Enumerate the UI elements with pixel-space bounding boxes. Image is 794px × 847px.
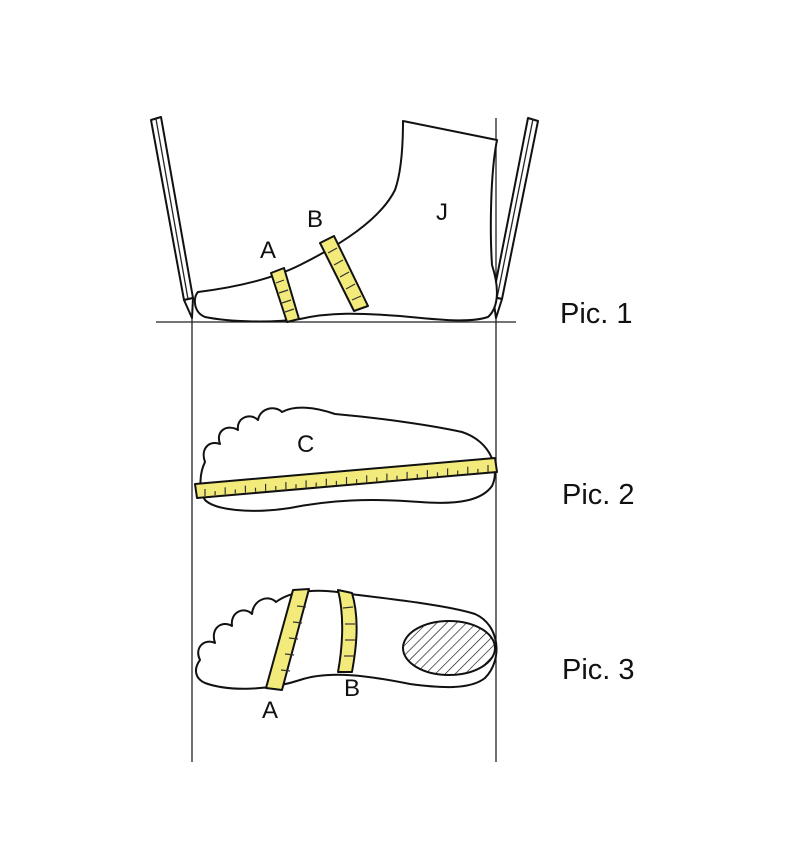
pic1-side-view: J A B	[150, 116, 539, 323]
top-label-c: C	[297, 431, 314, 458]
side-label-a: A	[260, 237, 276, 264]
right-pencil-icon	[492, 117, 539, 319]
pic1-label: Pic. 1	[560, 298, 633, 330]
heel-hatched-area	[402, 620, 496, 676]
foot-top-outline	[199, 406, 496, 512]
sole-tape-b	[337, 589, 358, 673]
pic3-sole-view: A B	[195, 588, 498, 724]
ankle-label-j: J	[436, 199, 448, 226]
length-tape	[194, 457, 498, 499]
pic3-label: Pic. 3	[562, 654, 635, 686]
pic2-label: Pic. 2	[562, 479, 635, 511]
side-label-b: B	[307, 206, 323, 233]
sole-label-b: B	[344, 675, 360, 702]
sole-tape-a	[265, 588, 310, 691]
pic2-top-view: C	[194, 406, 498, 512]
sole-label-a: A	[262, 697, 278, 724]
side-tape-a	[270, 267, 300, 323]
left-pencil-icon	[150, 116, 194, 319]
foot-side-outline	[193, 120, 498, 323]
side-tape-b	[319, 235, 369, 312]
